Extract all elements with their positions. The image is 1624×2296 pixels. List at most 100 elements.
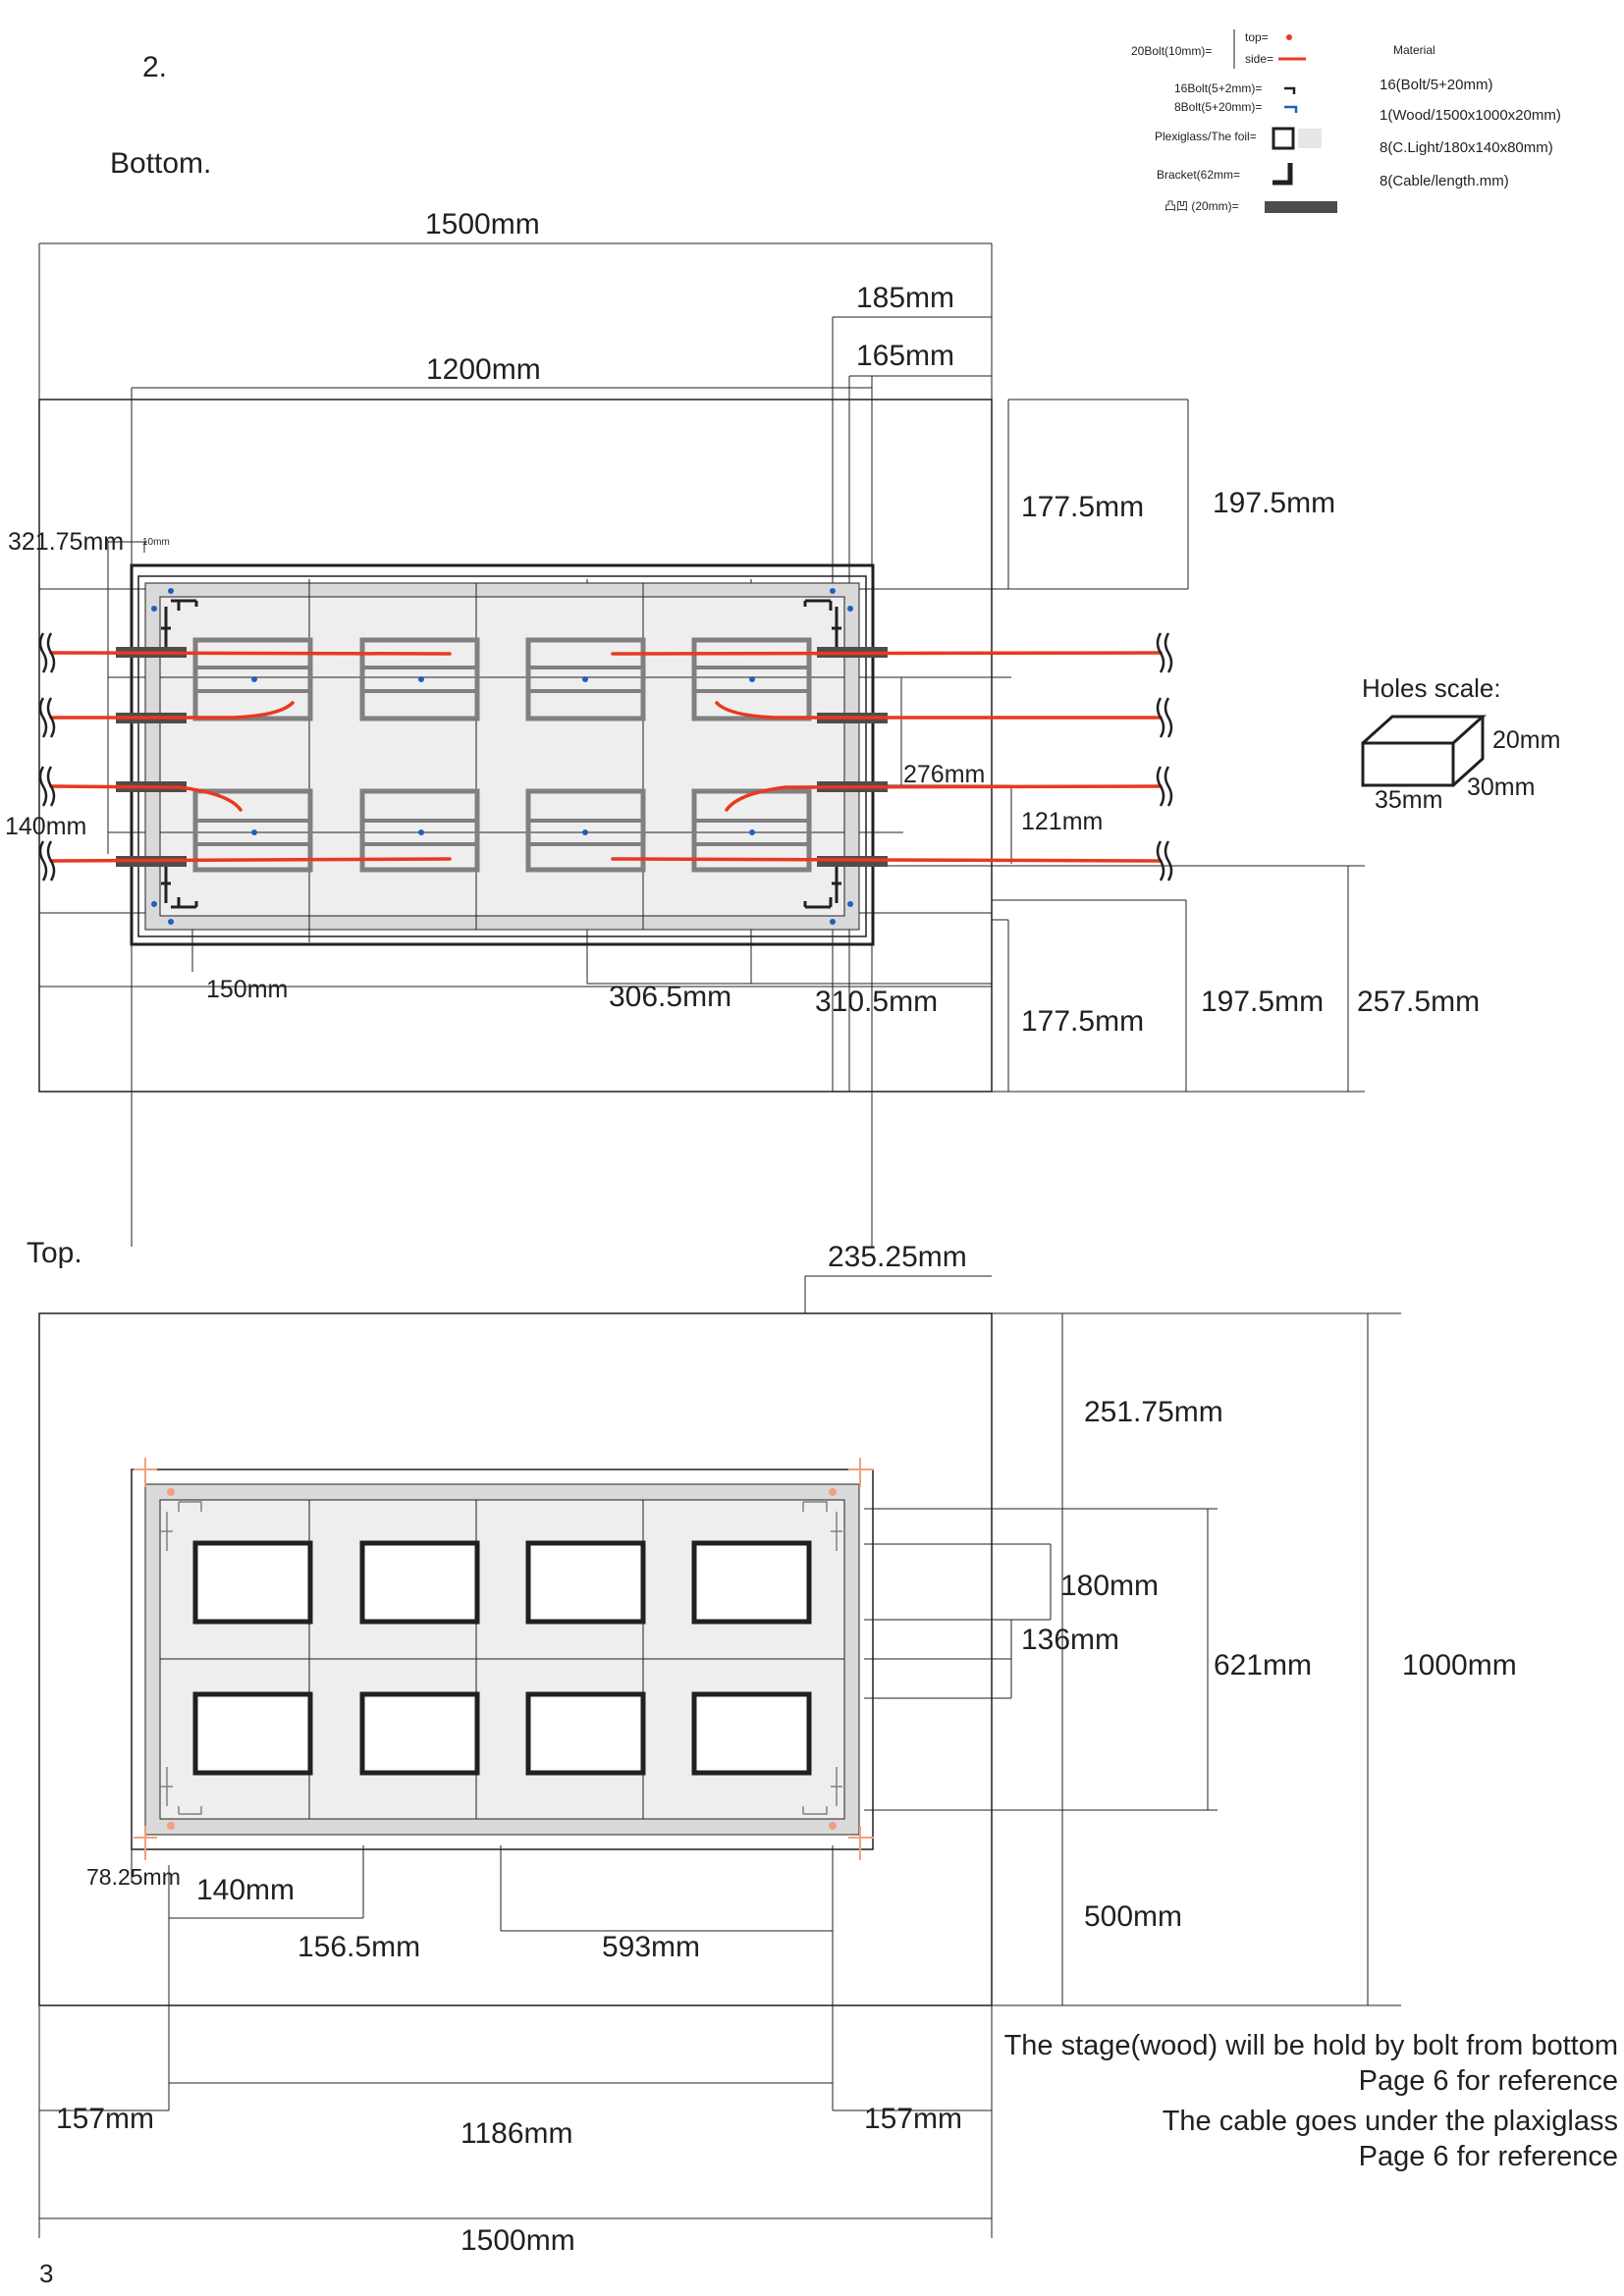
top-light bbox=[525, 1691, 646, 1776]
bottom-light-row-bottom bbox=[192, 788, 812, 873]
top-corner-bolts bbox=[134, 1458, 874, 1860]
top-light bbox=[359, 1540, 480, 1625]
bottom-light-row-top bbox=[192, 637, 812, 721]
note-bolt: The stage(wood) will be hold by bolt fro… bbox=[1004, 2030, 1618, 2061]
bottom-light bbox=[525, 788, 646, 873]
bolt16-symbol bbox=[1284, 86, 1296, 94]
bottom-light bbox=[359, 637, 480, 721]
note-cable: The cable goes under the plaxiglass bbox=[1163, 2106, 1618, 2137]
dim-621: 621mm bbox=[1214, 1649, 1312, 1682]
dim-157-right: 157mm bbox=[864, 2103, 962, 2135]
hole-width: 35mm bbox=[1375, 786, 1442, 814]
dim-1186: 1186mm bbox=[460, 2117, 573, 2150]
dim-276: 276mm bbox=[903, 761, 985, 788]
dim-140-bottom: 140mm bbox=[5, 813, 86, 840]
bolt-top-symbol bbox=[1286, 34, 1292, 40]
material-cables: 8(Cable/length.mm) bbox=[1380, 173, 1509, 189]
page-number: 3 bbox=[39, 2259, 53, 2288]
dim-156: 156.5mm bbox=[298, 1931, 420, 1963]
bottom-light bbox=[192, 637, 313, 721]
dim-180: 180mm bbox=[1060, 1570, 1159, 1602]
dim-185: 185mm bbox=[856, 282, 954, 314]
dim-140-top: 140mm bbox=[196, 1874, 295, 1906]
dim-177-top: 177.5mm bbox=[1021, 491, 1144, 523]
dim-165: 165mm bbox=[856, 340, 954, 372]
section-number: 2. bbox=[142, 51, 167, 83]
note-reference-2: Page 6 for reference bbox=[1359, 2141, 1618, 2172]
legend-plexi-label: Plexiglass/The foil= bbox=[1155, 130, 1257, 143]
top-bolt-dots bbox=[167, 1488, 837, 1830]
plexiglass-symbol bbox=[1272, 127, 1295, 150]
dim-78: 78.25mm bbox=[86, 1864, 181, 1890]
plexiglass-panel bbox=[159, 596, 845, 917]
notes: The stage(wood) will be hold by bolt fro… bbox=[1004, 2030, 1618, 2172]
frame-inner bbox=[137, 575, 867, 937]
top-light bbox=[691, 1540, 812, 1625]
top-lights bbox=[192, 1540, 812, 1776]
hole-box-icon bbox=[1361, 715, 1487, 787]
bottom-light bbox=[691, 637, 812, 721]
hole-height: 20mm bbox=[1492, 726, 1560, 754]
legend-side-label: side= bbox=[1245, 52, 1273, 66]
bolt8-markers bbox=[151, 588, 853, 925]
bottom-view-title: Bottom. bbox=[110, 147, 211, 180]
wood-board bbox=[38, 399, 993, 1093]
top-frame-outer bbox=[131, 1468, 874, 1850]
bottom-light bbox=[192, 788, 313, 873]
holes-scale: Holes scale: 20mm 30mm 35mm bbox=[1361, 673, 1560, 814]
top-corner-brackets bbox=[161, 1501, 842, 1815]
dim-121: 121mm bbox=[1021, 808, 1103, 835]
dim-500: 500mm bbox=[1084, 1900, 1182, 1933]
dim-177-bottom: 177.5mm bbox=[1021, 1005, 1144, 1038]
dim-136: 136mm bbox=[1021, 1624, 1119, 1656]
dim-593: 593mm bbox=[602, 1931, 700, 1963]
dim-10: 10mm bbox=[142, 537, 170, 548]
bottom-light bbox=[525, 637, 646, 721]
bottom-light bbox=[359, 788, 480, 873]
top-light bbox=[192, 1691, 313, 1776]
dim-235: 235.25mm bbox=[828, 1241, 967, 1273]
note-reference-1: Page 6 for reference bbox=[1359, 2065, 1618, 2097]
break-marks bbox=[38, 632, 1173, 881]
top-view: 235.25mm 251.75mm 180mm 136mm 621mm 1000… bbox=[38, 1241, 1517, 2257]
legend-bolt8-label: 8Bolt(5+20mm)= bbox=[1174, 100, 1262, 114]
legend-strip-label: 凸凹 (20mm)= bbox=[1164, 199, 1239, 213]
dim-306: 306.5mm bbox=[609, 981, 731, 1013]
dim-251: 251.75mm bbox=[1084, 1396, 1223, 1428]
dim-197-top: 197.5mm bbox=[1213, 487, 1335, 519]
legend-top-label: top= bbox=[1245, 30, 1269, 44]
dim-1200: 1200mm bbox=[426, 353, 541, 386]
dim-321: 321.75mm bbox=[8, 528, 124, 556]
bottom-corner-brackets bbox=[161, 599, 841, 909]
material-lights: 8(C.Light/180x140x80mm) bbox=[1380, 139, 1553, 156]
material-title: Material bbox=[1393, 43, 1435, 57]
hole-depth: 30mm bbox=[1467, 774, 1535, 801]
frame-outer bbox=[130, 563, 875, 946]
dim-257: 257.5mm bbox=[1357, 986, 1480, 1018]
dim-157-left: 157mm bbox=[56, 2103, 154, 2135]
foil-symbol bbox=[1298, 129, 1322, 148]
material-bolts: 16(Bolt/5+20mm) bbox=[1380, 77, 1492, 93]
dim-150: 150mm bbox=[206, 976, 288, 1003]
bolt8-symbol bbox=[1284, 105, 1298, 113]
legend: 20Bolt(10mm)= top= side= 16Bolt(5+2mm)= … bbox=[1131, 29, 1561, 213]
top-light bbox=[192, 1540, 313, 1625]
legend-bracket-label: Bracket(62mm= bbox=[1157, 168, 1240, 182]
cables bbox=[49, 651, 1163, 863]
top-view-title: Top. bbox=[27, 1237, 82, 1269]
legend-bolt16-label: 16Bolt(5+2mm)= bbox=[1174, 81, 1262, 95]
holes-scale-title: Holes scale: bbox=[1362, 673, 1501, 703]
bottom-light bbox=[691, 788, 812, 873]
top-light bbox=[525, 1540, 646, 1625]
dim-1000: 1000mm bbox=[1402, 1649, 1517, 1682]
dim-1500-bottom: 1500mm bbox=[460, 2224, 575, 2257]
legend-bolt20-label: 20Bolt(10mm)= bbox=[1131, 44, 1212, 58]
top-light bbox=[691, 1691, 812, 1776]
dim-310: 310.5mm bbox=[815, 986, 938, 1018]
dim-1500-top: 1500mm bbox=[425, 208, 540, 240]
bottom-view: 1500mm 185mm 165mm 1200mm 177.5mm 197.5m… bbox=[5, 208, 1480, 1247]
dim-197-bottom: 197.5mm bbox=[1201, 986, 1324, 1018]
bracket-symbol bbox=[1272, 163, 1293, 186]
material-wood: 1(Wood/1500x1000x20mm) bbox=[1380, 107, 1561, 124]
